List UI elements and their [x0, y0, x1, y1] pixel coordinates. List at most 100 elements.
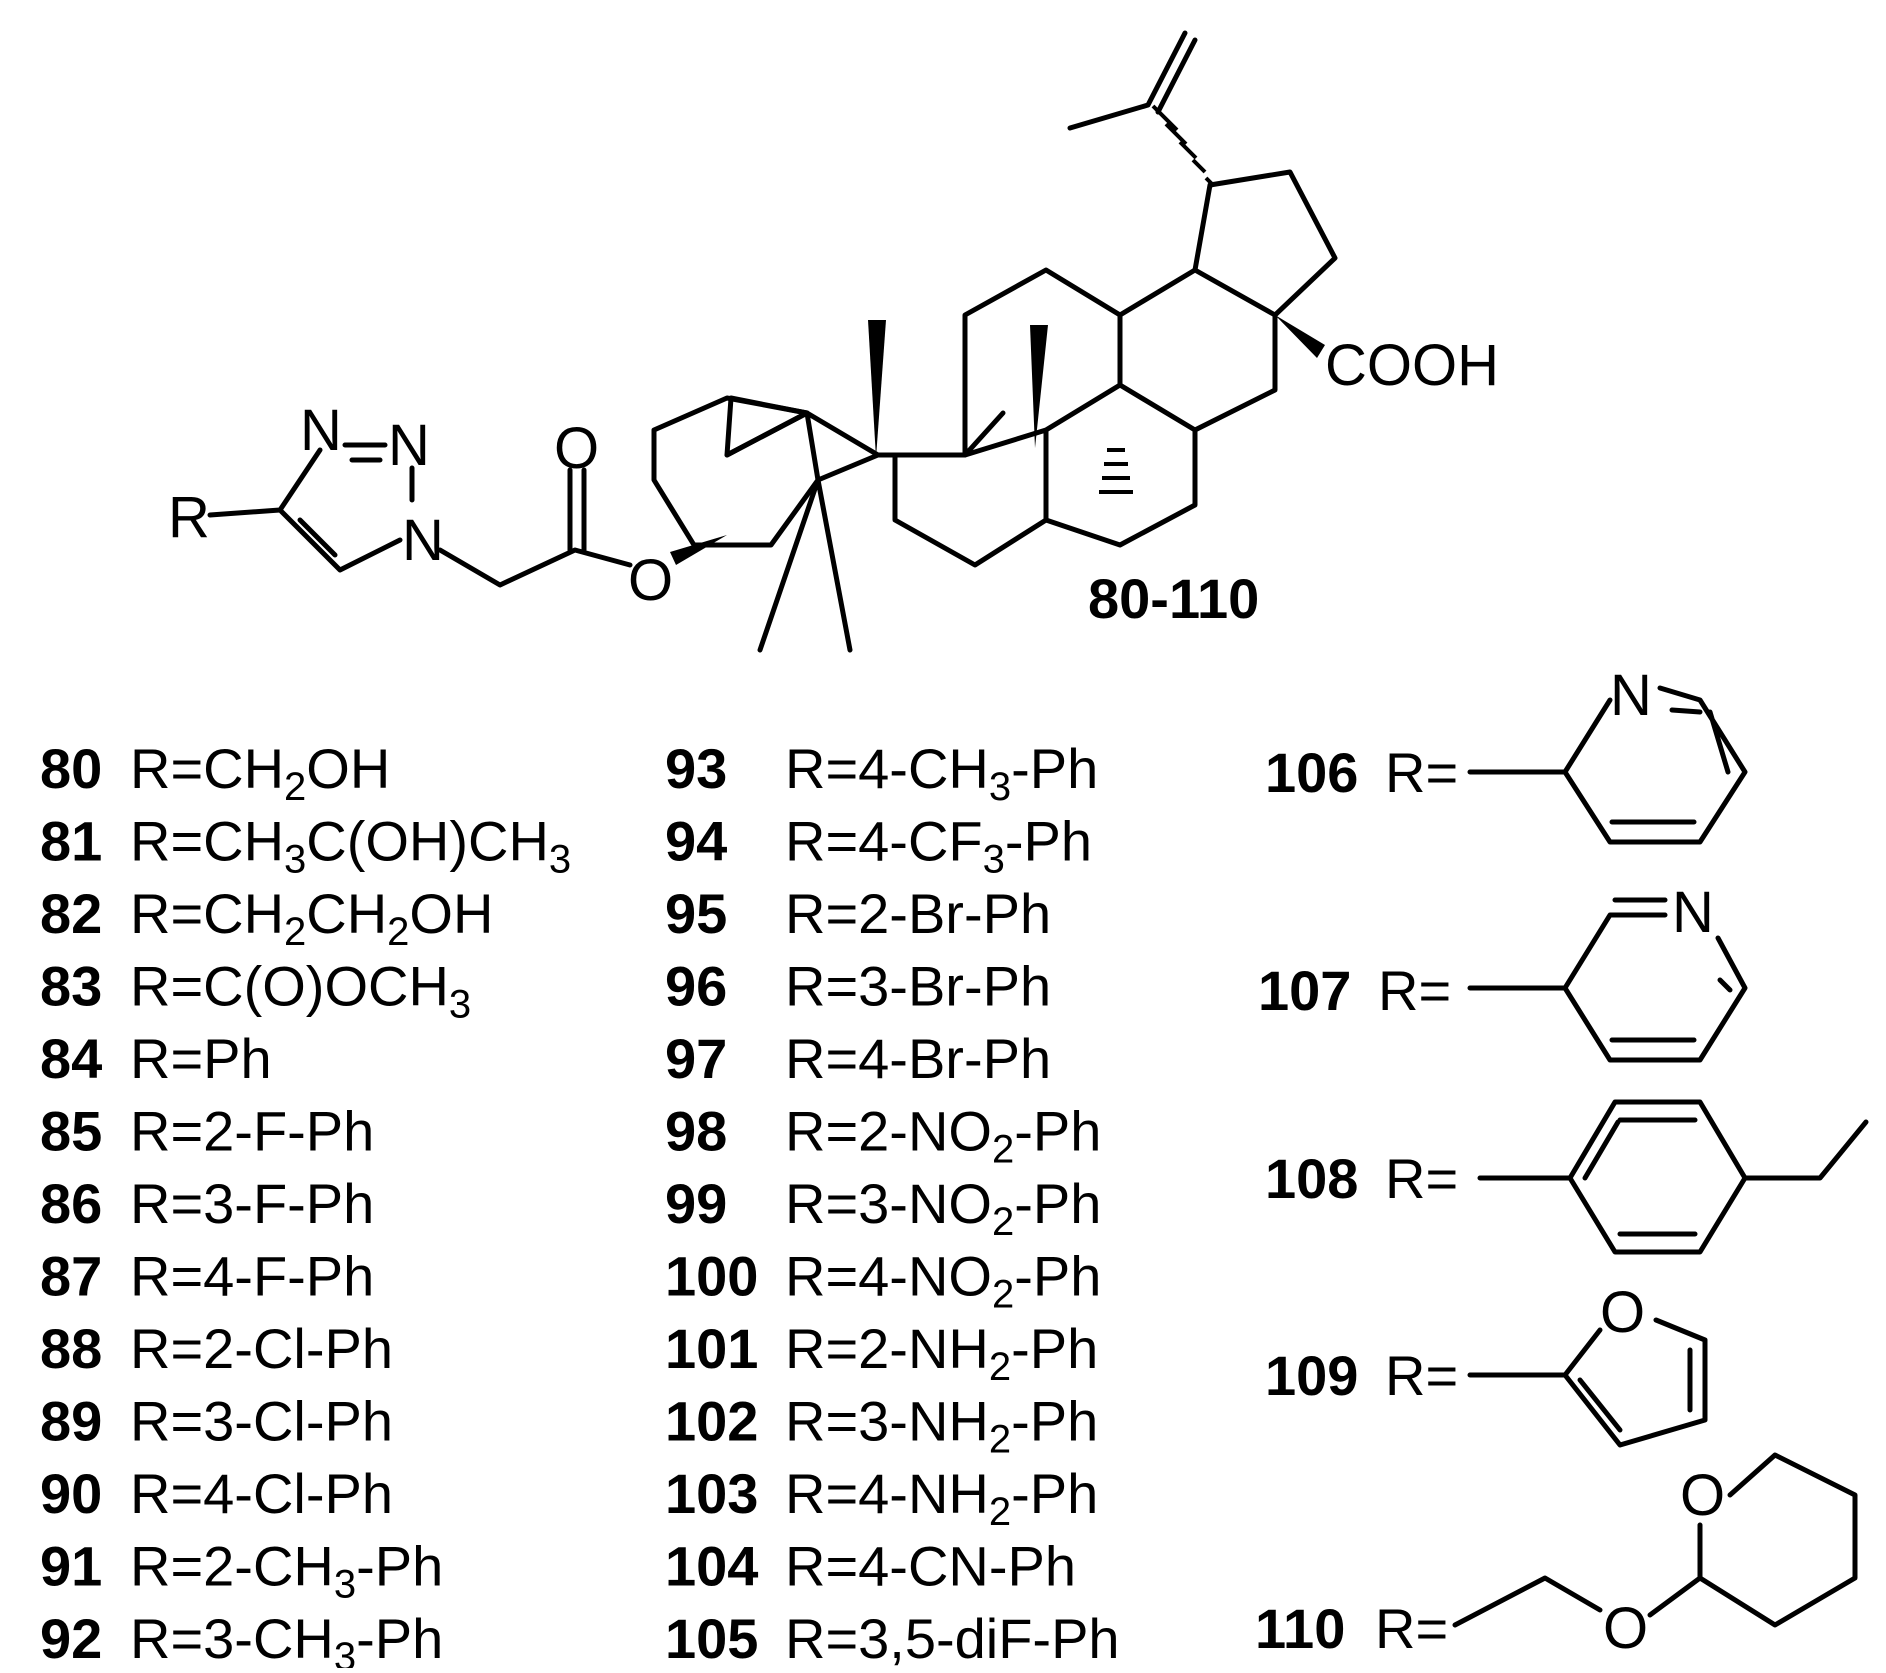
- formula-text: R=4-NH: [785, 1462, 989, 1525]
- formula-subscript: 3: [989, 765, 1011, 809]
- compound-number: 87: [40, 1245, 102, 1308]
- formula-text: R=4-F-Ph: [130, 1245, 374, 1308]
- compound-number: 95: [665, 882, 727, 945]
- thp-ether-bonds: [1452, 1452, 1858, 1628]
- wedge-ester-o: [670, 535, 727, 565]
- formula-subscript: 3: [449, 983, 471, 1027]
- ring-e-bonds: [1192, 169, 1338, 318]
- compound-number: 86: [40, 1172, 102, 1235]
- formula-text: OH: [306, 737, 390, 800]
- wedge-methyl-2: [1030, 325, 1048, 448]
- formula-text: R=4-CH: [785, 737, 989, 800]
- compound-number: 100: [665, 1245, 758, 1308]
- compound-number: 93: [665, 737, 727, 800]
- compound-number: 99: [665, 1172, 727, 1235]
- triazole-ring: [207, 442, 415, 573]
- compound-number: 106: [1265, 741, 1358, 804]
- compound-number: 83: [40, 955, 102, 1018]
- atom-n1: N: [300, 398, 342, 463]
- substituent-formula: R=4-Cl-Ph: [130, 1462, 393, 1525]
- substituent-formula: R=3-NH2-Ph: [785, 1390, 1098, 1462]
- entry-110: 110 R= O O: [1255, 1452, 1858, 1661]
- formula-text: R=2-CH: [130, 1535, 334, 1598]
- formula-text: CH: [306, 882, 387, 945]
- atom-carbonyl-o: O: [554, 416, 599, 481]
- formula-subscript: 2: [284, 765, 306, 809]
- substituent-formula: R=4-NO2-Ph: [785, 1245, 1101, 1317]
- wedge-methyl-1: [868, 320, 886, 458]
- compound-number: 101: [665, 1317, 758, 1380]
- hetero-atom-1: O: [1603, 1596, 1648, 1661]
- formula-text: R=4-NO: [785, 1245, 992, 1308]
- formula-text: R=3-NO: [785, 1172, 992, 1235]
- formula-subscript: 3: [983, 838, 1005, 882]
- substituent-formula: R=CH2OH: [130, 737, 390, 809]
- formula-subscript: 2: [284, 910, 306, 954]
- formula-text: -Ph: [1005, 810, 1092, 873]
- wedge-cooh: [1275, 315, 1325, 358]
- formula-subscript: 2: [992, 1200, 1014, 1244]
- formula-text: -Ph: [1014, 1245, 1101, 1308]
- substituent-formula: R=2-NO2-Ph: [785, 1100, 1101, 1172]
- atom-n3: N: [402, 508, 444, 573]
- substituent-formula: R=3-CH3-Ph: [130, 1607, 443, 1668]
- ring-b-bonds: [804, 410, 1006, 483]
- hetero-atom: N: [1610, 663, 1652, 728]
- formula-text: R=3-Br-Ph: [785, 955, 1051, 1018]
- formula-text: -Ph: [1011, 1462, 1098, 1525]
- formula-text: R=C(O)OCH: [130, 955, 449, 1018]
- hashed-methyl: [1099, 448, 1133, 494]
- r-label: R=: [1385, 741, 1458, 804]
- compound-number: 92: [40, 1607, 102, 1668]
- formula-text: OH: [409, 882, 493, 945]
- atom-n2: N: [388, 413, 430, 478]
- formula-text: -Ph: [356, 1535, 443, 1598]
- substituent-formula: R=4-NH2-Ph: [785, 1462, 1098, 1534]
- formula-text: -Ph: [1011, 737, 1098, 800]
- substituent-formula: R=3-F-Ph: [130, 1172, 374, 1235]
- atom-r: R: [168, 485, 210, 550]
- formula-text: R=4-CF: [785, 810, 983, 873]
- entry-86: 86 R=3-F-Ph: [40, 1172, 374, 1235]
- formula-subscript: 3: [549, 838, 571, 882]
- formula-text: -Ph: [1011, 1317, 1098, 1380]
- formula-subscript: 3: [334, 1635, 356, 1668]
- formula-subscript: 2: [387, 910, 409, 954]
- formula-text: R=3-F-Ph: [130, 1172, 374, 1235]
- substituent-formula: R=3-NO2-Ph: [785, 1172, 1101, 1244]
- formula-text: -Ph: [356, 1607, 443, 1668]
- compound-number: 80: [40, 737, 102, 800]
- formula-subscript: 2: [989, 1345, 1011, 1389]
- substituent-formula: R=3-Br-Ph: [785, 955, 1051, 1018]
- substituent-formula: R=CH3C(OH)CH3: [130, 810, 571, 882]
- hashed-bond-isopropenyl: [1151, 104, 1216, 188]
- formula-text: C(OH)CH: [306, 810, 549, 873]
- series-label: 80-110: [1088, 567, 1259, 630]
- entry-106: 106 R= N: [1265, 663, 1748, 845]
- formula-text: R=2-Cl-Ph: [130, 1317, 393, 1380]
- entry-100: 100 R=4-NO2-Ph: [665, 1245, 1101, 1317]
- substituent-formula: R=Ph: [130, 1027, 272, 1090]
- compound-number: 102: [665, 1390, 758, 1453]
- substituent-formula: R=2-F-Ph: [130, 1100, 374, 1163]
- compound-number: 104: [665, 1535, 758, 1598]
- formula-text: R=2-NO: [785, 1100, 992, 1163]
- isopropenyl-bonds: [1067, 30, 1198, 131]
- hetero-atom: N: [1672, 880, 1714, 945]
- compound-number: 81: [40, 810, 102, 873]
- substituent-formula: R=2-CH3-Ph: [130, 1535, 443, 1607]
- formula-text: R=3-Cl-Ph: [130, 1390, 393, 1453]
- substituent-formula: R=2-Br-Ph: [785, 882, 1051, 945]
- formula-text: R=CH: [130, 882, 284, 945]
- pyridin-2-yl-ring: [1467, 685, 1748, 845]
- formula-subscript: 3: [334, 1563, 356, 1607]
- entry-107: 107 R= N: [1258, 880, 1748, 1063]
- formula-text: R=2-Br-Ph: [785, 882, 1051, 945]
- r-label: R=: [1378, 959, 1451, 1022]
